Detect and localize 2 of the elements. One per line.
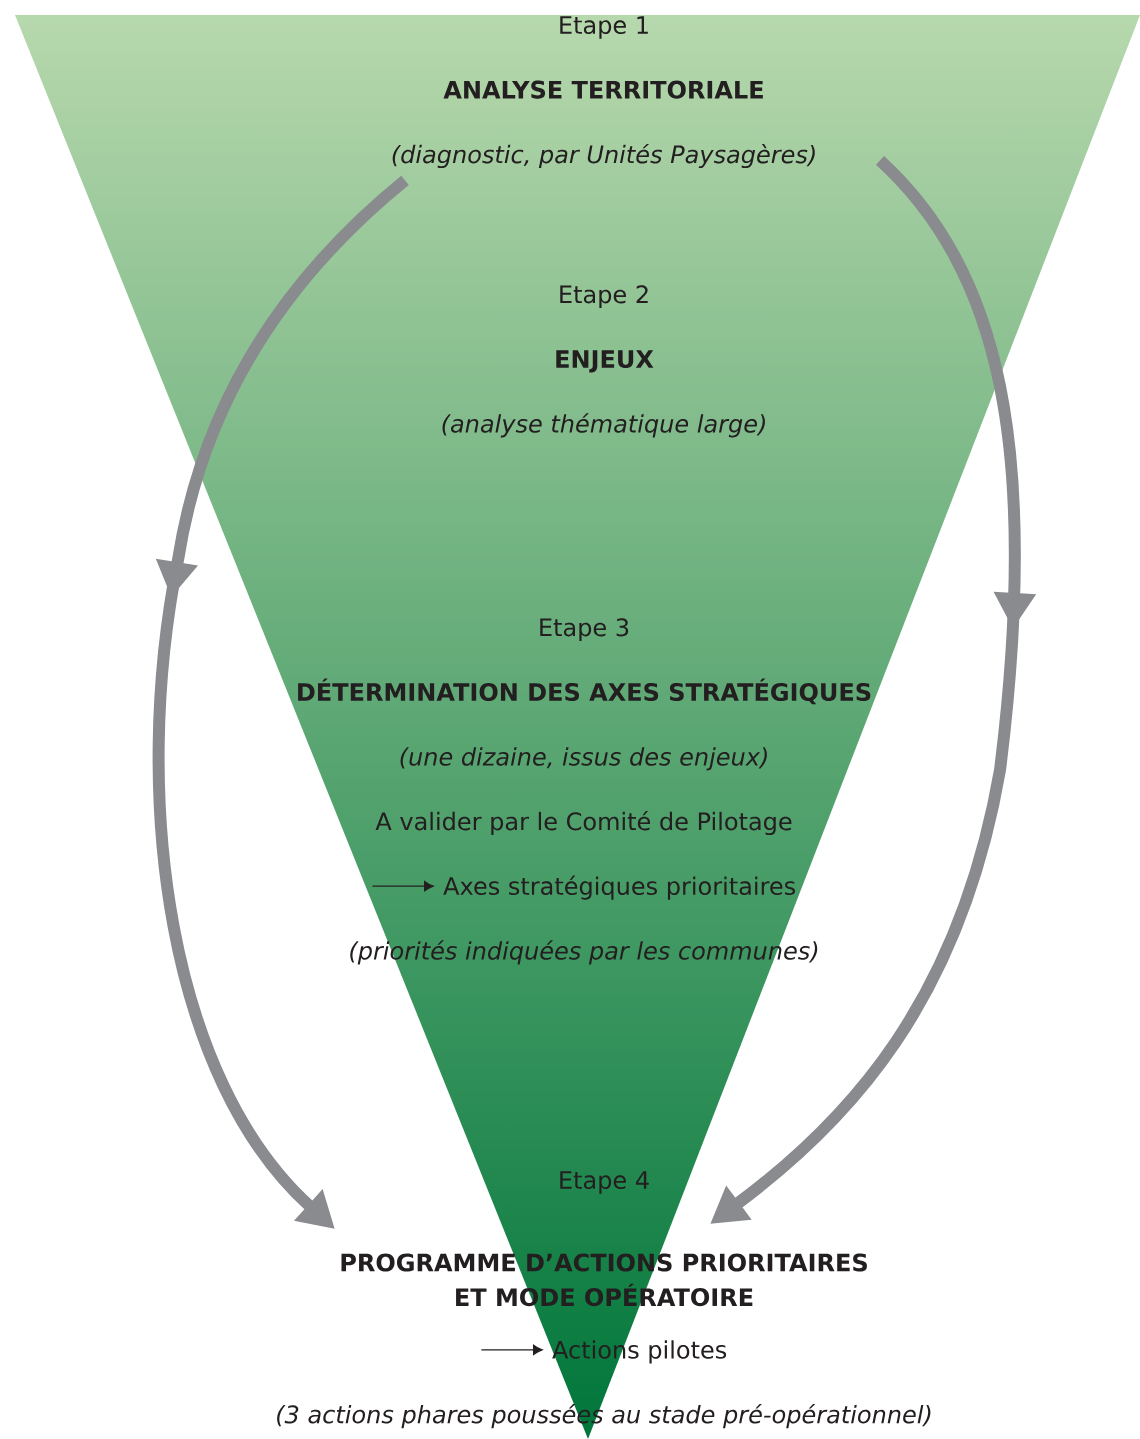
- step-text: Etape 2 ENJEUX (analyse thématique large): [442, 285, 765, 438]
- step-text: Etape 1 ANALYSE TERRITORIALE (diagnostic, par Unités Paysagères): [392, 16, 815, 169]
